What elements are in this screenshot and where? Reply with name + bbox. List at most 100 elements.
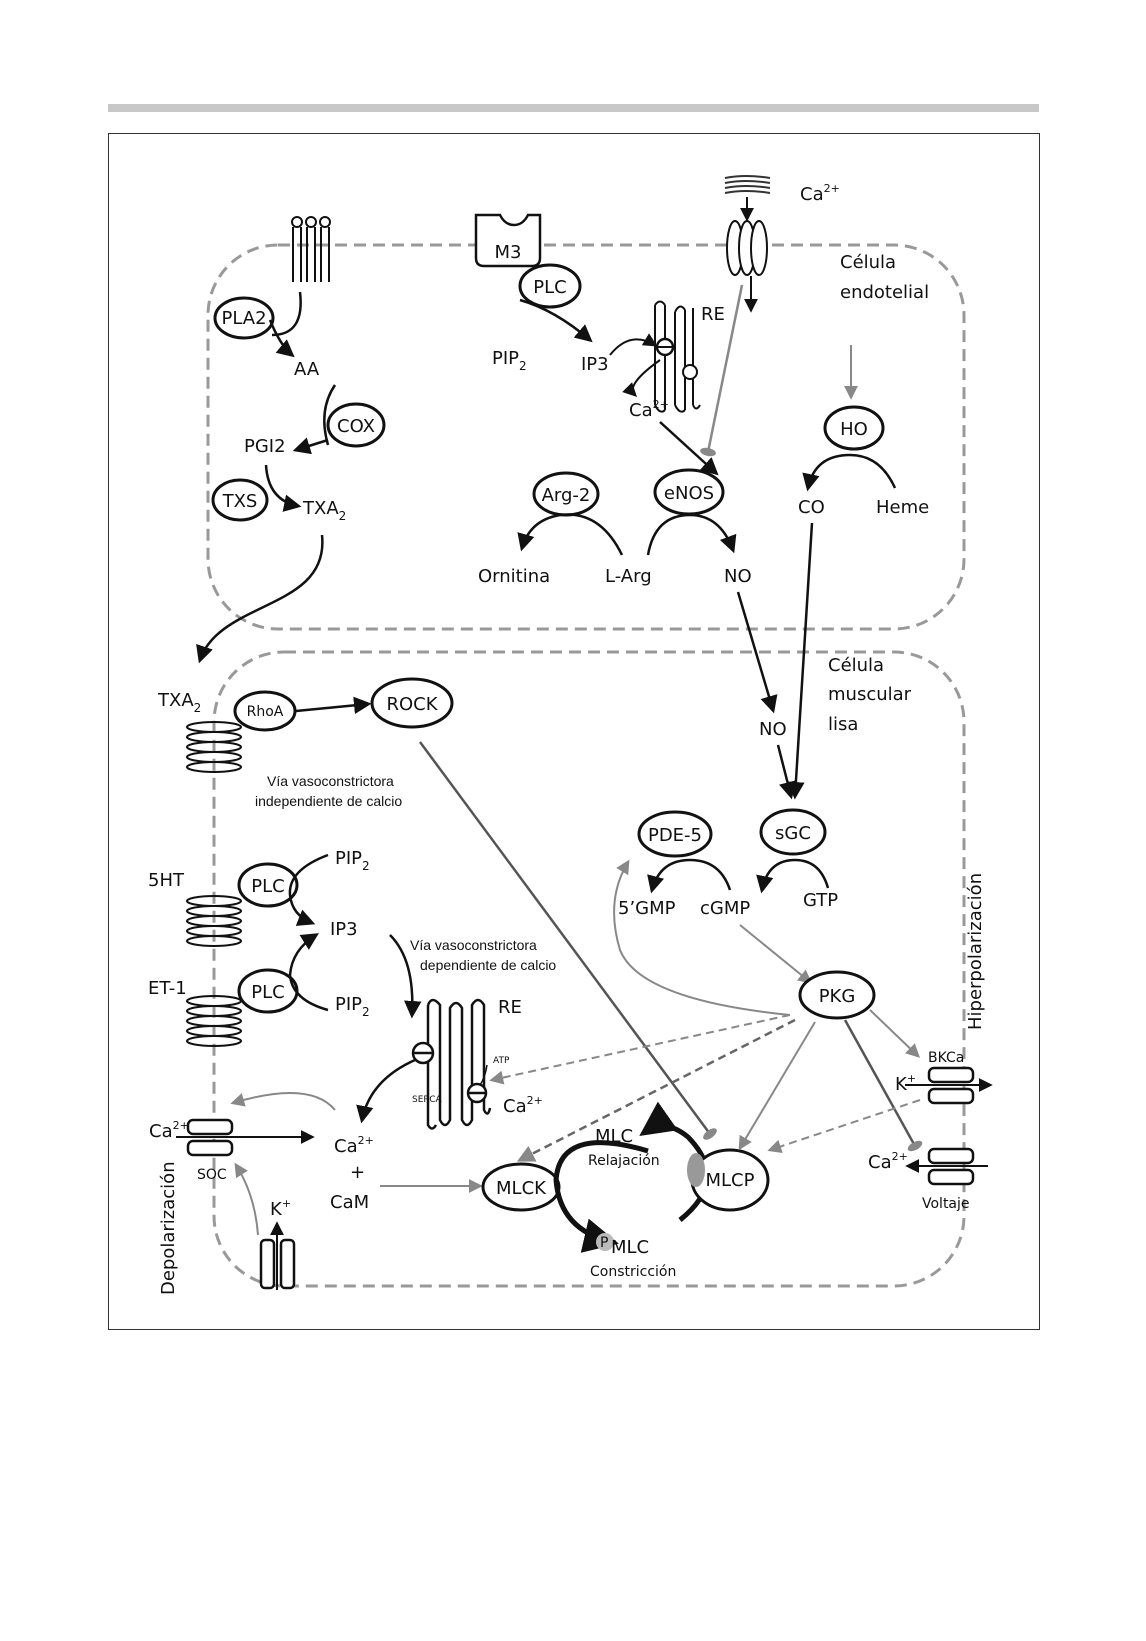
mlc-top-label: MLC	[595, 1126, 633, 1147]
ip3-endothelial-label: IP3	[581, 354, 609, 375]
endothelial-cell-label: Célula endotelial	[840, 252, 929, 303]
plc-5ht-enzyme: PLC	[237, 862, 299, 908]
svg-text:PLA2: PLA2	[221, 308, 266, 329]
plc-5ht-arrow	[288, 853, 329, 926]
arg2-enzyme: Arg-2	[532, 471, 600, 517]
pde5-arrow	[647, 858, 732, 894]
no-muscle-label: NO	[759, 719, 787, 740]
bkca-to-mlcp-arrow	[767, 1099, 921, 1154]
svg-text:COX: COX	[337, 416, 375, 437]
bkca-label: BKCa	[928, 1050, 964, 1066]
k-channel-icon	[259, 1238, 296, 1290]
mlcp-phosphate-icon	[687, 1153, 705, 1187]
svg-text:PDE-5: PDE-5	[648, 825, 702, 846]
ip3-to-re-muscle-arrow	[389, 934, 422, 1019]
txs-arrow	[264, 464, 302, 512]
svg-text:PLC: PLC	[533, 277, 566, 298]
k-channel-label: K+	[270, 1197, 291, 1220]
pip2-upper-label: PIP2	[335, 848, 370, 873]
no-endothelial-label: NO	[724, 566, 752, 587]
plc-et1-enzyme: PLC	[237, 968, 299, 1014]
muscle-cell-label: Célula muscular lisa	[828, 655, 917, 735]
svg-text:HO: HO	[840, 419, 868, 440]
pkg-enzyme: PKG	[798, 970, 876, 1020]
svg-text:TXS: TXS	[222, 491, 258, 512]
endothelial-cell-membrane	[206, 243, 966, 631]
pde5-enzyme: PDE-5	[637, 810, 713, 858]
re-ca-muscle-arrow	[356, 1058, 416, 1124]
calcium-dependent-pathway-note: Vía vasoconstrictora dependiente de calc…	[410, 937, 556, 973]
no-to-sgc-arrow	[776, 744, 797, 800]
endothelial-reticulum-icon	[654, 300, 701, 413]
txa2-transfer-arrow	[196, 534, 324, 664]
svg-text:MLCP: MLCP	[706, 1170, 755, 1191]
serca-label: SERCA	[412, 1095, 442, 1105]
sgc-enzyme: sGC	[759, 808, 827, 856]
bkca-channel-icon	[927, 1066, 975, 1105]
re-ca-release-arrow	[622, 359, 661, 397]
cox-arrow	[292, 437, 329, 455]
voltage-channel-icon	[927, 1147, 975, 1186]
svg-text:PLC: PLC	[251, 982, 284, 1003]
ca-feedback-arrow	[230, 1092, 336, 1111]
re-endothelial-label: RE	[701, 304, 725, 325]
constriction-label: Constricción	[590, 1264, 676, 1280]
co-label: CO	[798, 497, 825, 518]
5ht-receptor-icon	[186, 895, 242, 947]
voltage-label: Voltaje	[922, 1196, 970, 1212]
txa2-receptor-label: TXA2	[157, 690, 201, 715]
sgc-arrow	[756, 858, 830, 894]
txs-enzyme: TXS	[211, 478, 269, 522]
mlcp-enzyme: MLCP	[690, 1148, 770, 1212]
rock-enzyme: ROCK	[370, 677, 454, 729]
phospholipid-icon	[291, 216, 331, 282]
l-arg-label: L-Arg	[605, 566, 652, 587]
pkg-to-voltage-inhibition	[843, 1019, 923, 1152]
atp-pointer	[479, 1064, 488, 1086]
ca-extracellular-label: Ca2+	[800, 182, 840, 205]
channel-inhibition-line	[700, 284, 744, 457]
calcium-independent-pathway-note: Vía vasoconstrictora independiente de ca…	[255, 773, 402, 809]
cox-enzyme: COX	[326, 402, 386, 448]
ca-endothelial-label: Ca2+	[629, 398, 669, 421]
pla2-enzyme: PLA2	[213, 296, 275, 340]
phosphate-label: P	[600, 1235, 608, 1251]
svg-text:sGC: sGC	[775, 823, 811, 844]
pla2-arrow	[268, 319, 295, 358]
gtp-label: GTP	[803, 890, 838, 911]
m3-receptor: M3	[474, 213, 542, 268]
pkg-to-bkca-arrow	[869, 1009, 921, 1058]
plc-endothelial-enzyme: PLC	[518, 263, 582, 309]
enos-enzyme: eNOS	[653, 468, 725, 516]
phosphate-icon	[596, 1233, 614, 1251]
soc-channel-icon	[186, 1118, 234, 1157]
svg-text:Arg-2: Arg-2	[542, 485, 591, 506]
muscle-reticulum-icon	[411, 998, 492, 1130]
depolarization-label: Depolarización	[158, 1161, 179, 1295]
rhoa-enzyme: RhoA	[233, 690, 297, 732]
pkg-to-mlcp-arrow	[738, 1021, 816, 1151]
ca-serca-label: Ca2+	[503, 1094, 543, 1117]
cox-curve	[323, 384, 337, 446]
et1-receptor-icon	[186, 995, 242, 1047]
smooth-muscle-cell-membrane	[212, 650, 966, 1288]
pla2-curve	[271, 291, 302, 337]
calcium-channel-icon	[726, 220, 768, 276]
ca-cam-plus: +	[350, 1162, 365, 1183]
txa2-receptor-icon	[186, 721, 242, 773]
pip2-lower-label: PIP2	[335, 994, 370, 1019]
txa2-endothelial-label: TXA2	[302, 498, 346, 523]
rock-to-mlcp-inhibition	[418, 741, 717, 1140]
figure-frame	[108, 133, 1040, 1330]
re-muscle-label: RE	[498, 997, 522, 1018]
svg-text:PKG: PKG	[819, 986, 856, 1007]
top-rule	[108, 104, 1039, 112]
5ht-receptor-label: 5HT	[148, 870, 185, 891]
atp-label: ATP	[493, 1056, 510, 1066]
plc-et1-arrow	[288, 933, 329, 1012]
mlck-enzyme: MLCK	[481, 1162, 561, 1212]
soc-label: SOC	[197, 1167, 227, 1183]
pkg-to-pde5-arrow	[613, 859, 791, 1016]
rhoa-to-rock-arrow	[295, 696, 372, 715]
